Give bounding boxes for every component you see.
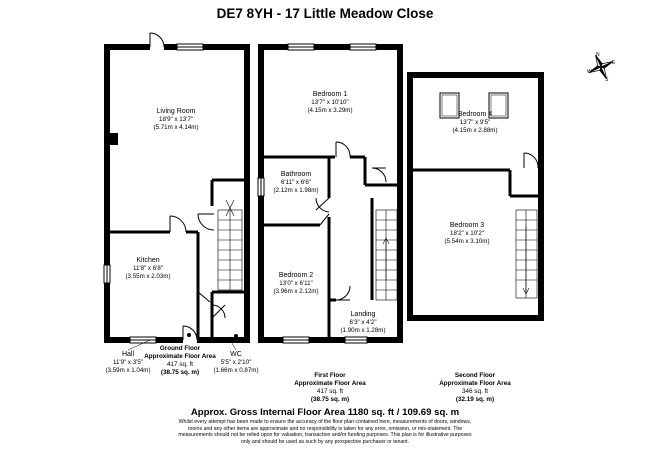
bedroom-1-label: Bedroom 1 [313, 91, 347, 98]
door-swing-icon [197, 213, 215, 231]
bathroom-imperial: 6'11" x 6'6" [281, 179, 311, 186]
bedroom-1-metric: (4.15m x 3.29m) [307, 107, 352, 114]
ground-floor-subtitle: Approximate Floor Area [144, 353, 216, 360]
door-swing-icon [197, 291, 211, 303]
second-floor-title: Second Floor [455, 372, 496, 379]
landing-metric: (1.90m x 1.28m) [340, 327, 385, 334]
hall-imperial: 11'9" x 3'5" [113, 359, 143, 366]
bedroom-4-metric: (4.15m x 2.88m) [452, 127, 497, 134]
first-floor-title: First Floor [314, 372, 346, 379]
door-swing-icon [319, 213, 330, 226]
ground-floor-title: Ground Floor [160, 345, 201, 352]
hall-radiator-icon [187, 333, 191, 337]
second-floor-plan [407, 72, 544, 321]
gross-area-summary: Approx. Gross Internal Floor Area 1180 s… [190, 407, 460, 418]
living-room-metric: (5.71m x 4.14m) [153, 124, 198, 131]
door-swing-icon [211, 304, 226, 319]
first-floor-windows [257, 43, 377, 344]
kitchen-imperial: 11'8" x 6'8" [133, 265, 163, 272]
bedroom-2-imperial: 13'0" x 6'11" [279, 280, 312, 287]
door-swing-icon [149, 32, 165, 48]
disclaimer-line: rooms and any other items are approximat… [187, 425, 463, 432]
door-swing-icon [182, 325, 198, 341]
wc-metric: (1.66m x 0.87m) [213, 367, 258, 374]
bedroom-4-imperial: 13'7" x 9'5" [460, 119, 491, 126]
hall-metric: (3.59m x 1.04m) [105, 367, 150, 374]
door-swing-icon [169, 215, 187, 233]
wc-imperial: 5'5" x 2'10" [221, 359, 252, 366]
first-floor-sqm: (38.75 sq. m) [311, 396, 349, 403]
toilet-icon [234, 334, 238, 338]
ground-floor-doors [149, 32, 226, 343]
living-room-label: Living Room [157, 108, 196, 115]
second-floor-outer-wall [407, 72, 544, 321]
compass-rose-icon [589, 55, 613, 79]
bedroom-2-metric: (3.96m x 2.12m) [273, 288, 318, 295]
chimney-breast [110, 133, 118, 145]
ground-floor-plan [104, 44, 250, 343]
first-staircase [375, 209, 398, 301]
compass-s-label: S [605, 77, 609, 83]
ground-floor-outer-wall [104, 44, 250, 343]
compass-e-label: E [612, 60, 616, 66]
skylight-icon [439, 92, 460, 119]
second-floor-sqft: 346 sq. ft [462, 388, 488, 395]
wc-label: WC [230, 351, 242, 358]
disclaimer-line: measurements should not be relied upon f… [178, 432, 472, 439]
first-floor-subtitle: Approximate Floor Area [294, 380, 366, 387]
first-floor-sqft: 417 sq. ft [317, 388, 343, 395]
disclaimer-text: Whilst every attempt has been made to en… [120, 419, 530, 445]
second-floor-skylights [439, 92, 509, 119]
second-floor-subtitle: Approximate Floor Area [439, 380, 511, 387]
bathroom-label: Bathroom [281, 171, 312, 178]
staircase-icon [522, 226, 530, 295]
bedroom-3-metric: (5.54m x 3.10m) [444, 238, 489, 245]
landing-imperial: 6'3" x 4'2" [349, 319, 376, 326]
compass-w-label: W [587, 69, 592, 75]
skylight-icon [488, 92, 509, 119]
disclaimer-line: only and should be used as such by any p… [240, 438, 410, 445]
kitchen-label: Kitchen [136, 257, 159, 264]
bedroom-2-label: Bedroom 2 [279, 272, 313, 279]
bedroom-1-imperial: 13'7" x 10'10" [311, 99, 348, 106]
first-floor-doors [315, 141, 387, 301]
bedroom-3-imperial: 18'2" x 10'2" [450, 230, 484, 237]
second-floor-sqm: (32.19 sq. m) [456, 396, 494, 403]
hall-label: Hall [122, 351, 135, 358]
door-swing-icon [315, 197, 330, 211]
bathroom-metric: (2.12m x 1.98m) [273, 187, 318, 194]
page-title: DE7 8YH - 17 Little Meadow Close [216, 6, 434, 21]
second-staircase [515, 209, 538, 299]
landing-label: Landing [351, 311, 376, 318]
staircase-icon [382, 237, 390, 280]
kitchen-metric: (3.55m x 2.03m) [125, 273, 170, 280]
ground-floor-sqft: 417 sq. ft [167, 361, 193, 368]
disclaimer-line: Whilst every attempt has been made to en… [178, 419, 472, 425]
compass-n-label: N [596, 52, 600, 58]
ground-floor-windows [103, 43, 204, 344]
ground-floor-sqm: (38.75 sq. m) [161, 369, 199, 376]
first-floor-plan [258, 44, 403, 343]
living-room-imperial: 18'9" x 13'7" [159, 116, 193, 123]
bedroom-3-label: Bedroom 3 [450, 222, 484, 229]
ground-staircase [217, 199, 243, 291]
second-floor-doors [523, 152, 539, 169]
bedroom-4-label: Bedroom 4 [458, 111, 492, 118]
